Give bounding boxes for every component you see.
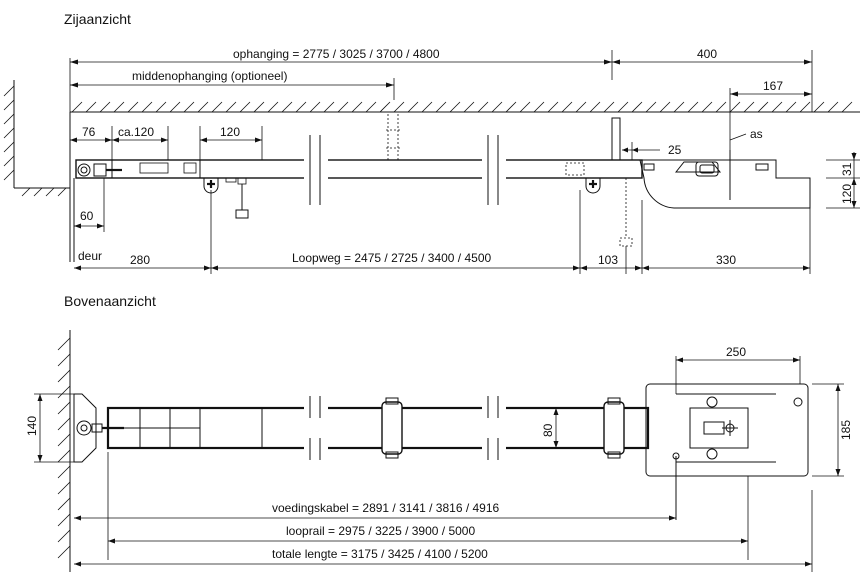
side-view-title: Zijaanzicht [64, 11, 131, 27]
wall-hatch-top [57, 330, 71, 572]
dim-bottom-side [74, 190, 811, 274]
dim-400-label: 400 [697, 47, 717, 61]
looprail-label: looprail = 2975 / 3225 / 3900 / 5000 [286, 524, 475, 538]
dim-ophanging [69, 50, 813, 122]
dim-167-label: 167 [763, 79, 783, 93]
dim-middenophanging [70, 78, 395, 100]
dim-60-label: 60 [80, 209, 94, 223]
dim-80-label: 80 [541, 423, 555, 437]
axis-leader [729, 133, 747, 141]
door-label: deur [78, 249, 102, 263]
dim-140 [34, 393, 76, 463]
top-view-title: Bovenaanzicht [64, 293, 156, 309]
dim-250 [675, 356, 801, 394]
dim-280-label: 280 [130, 253, 150, 267]
dim-31-label: 31 [840, 162, 854, 176]
rail-top [106, 396, 650, 460]
rail-clamp-left [381, 397, 403, 459]
motor-plate-top [645, 383, 809, 520]
dim-76-label: 76 [82, 125, 96, 139]
carriage-left [203, 177, 249, 219]
dim-185 [812, 383, 844, 477]
dim-bottom-top [74, 452, 813, 572]
dim-140-label: 140 [25, 416, 39, 436]
carriage-right [565, 162, 633, 247]
dim-ca120-label: ca.120 [118, 125, 154, 139]
dim-80 [553, 408, 559, 448]
dim-120v-label: 120 [840, 184, 854, 204]
loopweg-label: Loopweg = 2475 / 2725 / 3400 / 4500 [292, 251, 491, 265]
dim-vertical-right [826, 152, 860, 209]
dim-185-label: 185 [839, 420, 853, 440]
ophanging-label: ophanging = 2775 / 3025 / 3700 / 4800 [233, 47, 440, 61]
dim-25-label: 25 [668, 143, 682, 157]
rail-clamp-right [603, 397, 625, 459]
ceiling-hatch [70, 101, 860, 113]
motor-housing-side [639, 150, 811, 209]
axis-label: as [750, 127, 763, 141]
dim-330-label: 330 [716, 253, 736, 267]
dim-103-label: 103 [598, 253, 618, 267]
dim-167 [729, 88, 812, 200]
middle-hanger-dotted [386, 111, 400, 161]
voedingskabel-label: voedingskabel = 2891 / 3141 / 3816 / 491… [272, 501, 500, 515]
door-side [69, 178, 105, 262]
totale-lengte-label: totale lengte = 3175 / 3425 / 4100 / 520… [272, 547, 488, 561]
rail-side [75, 135, 643, 205]
dim-small-top [70, 126, 263, 162]
wall-hatch-side [3, 80, 71, 197]
dim-250-label: 250 [726, 345, 746, 359]
dim-25 [611, 117, 660, 161]
middenophanging-label: middenophanging (optioneel) [132, 69, 287, 83]
dim-120-label: 120 [220, 125, 240, 139]
